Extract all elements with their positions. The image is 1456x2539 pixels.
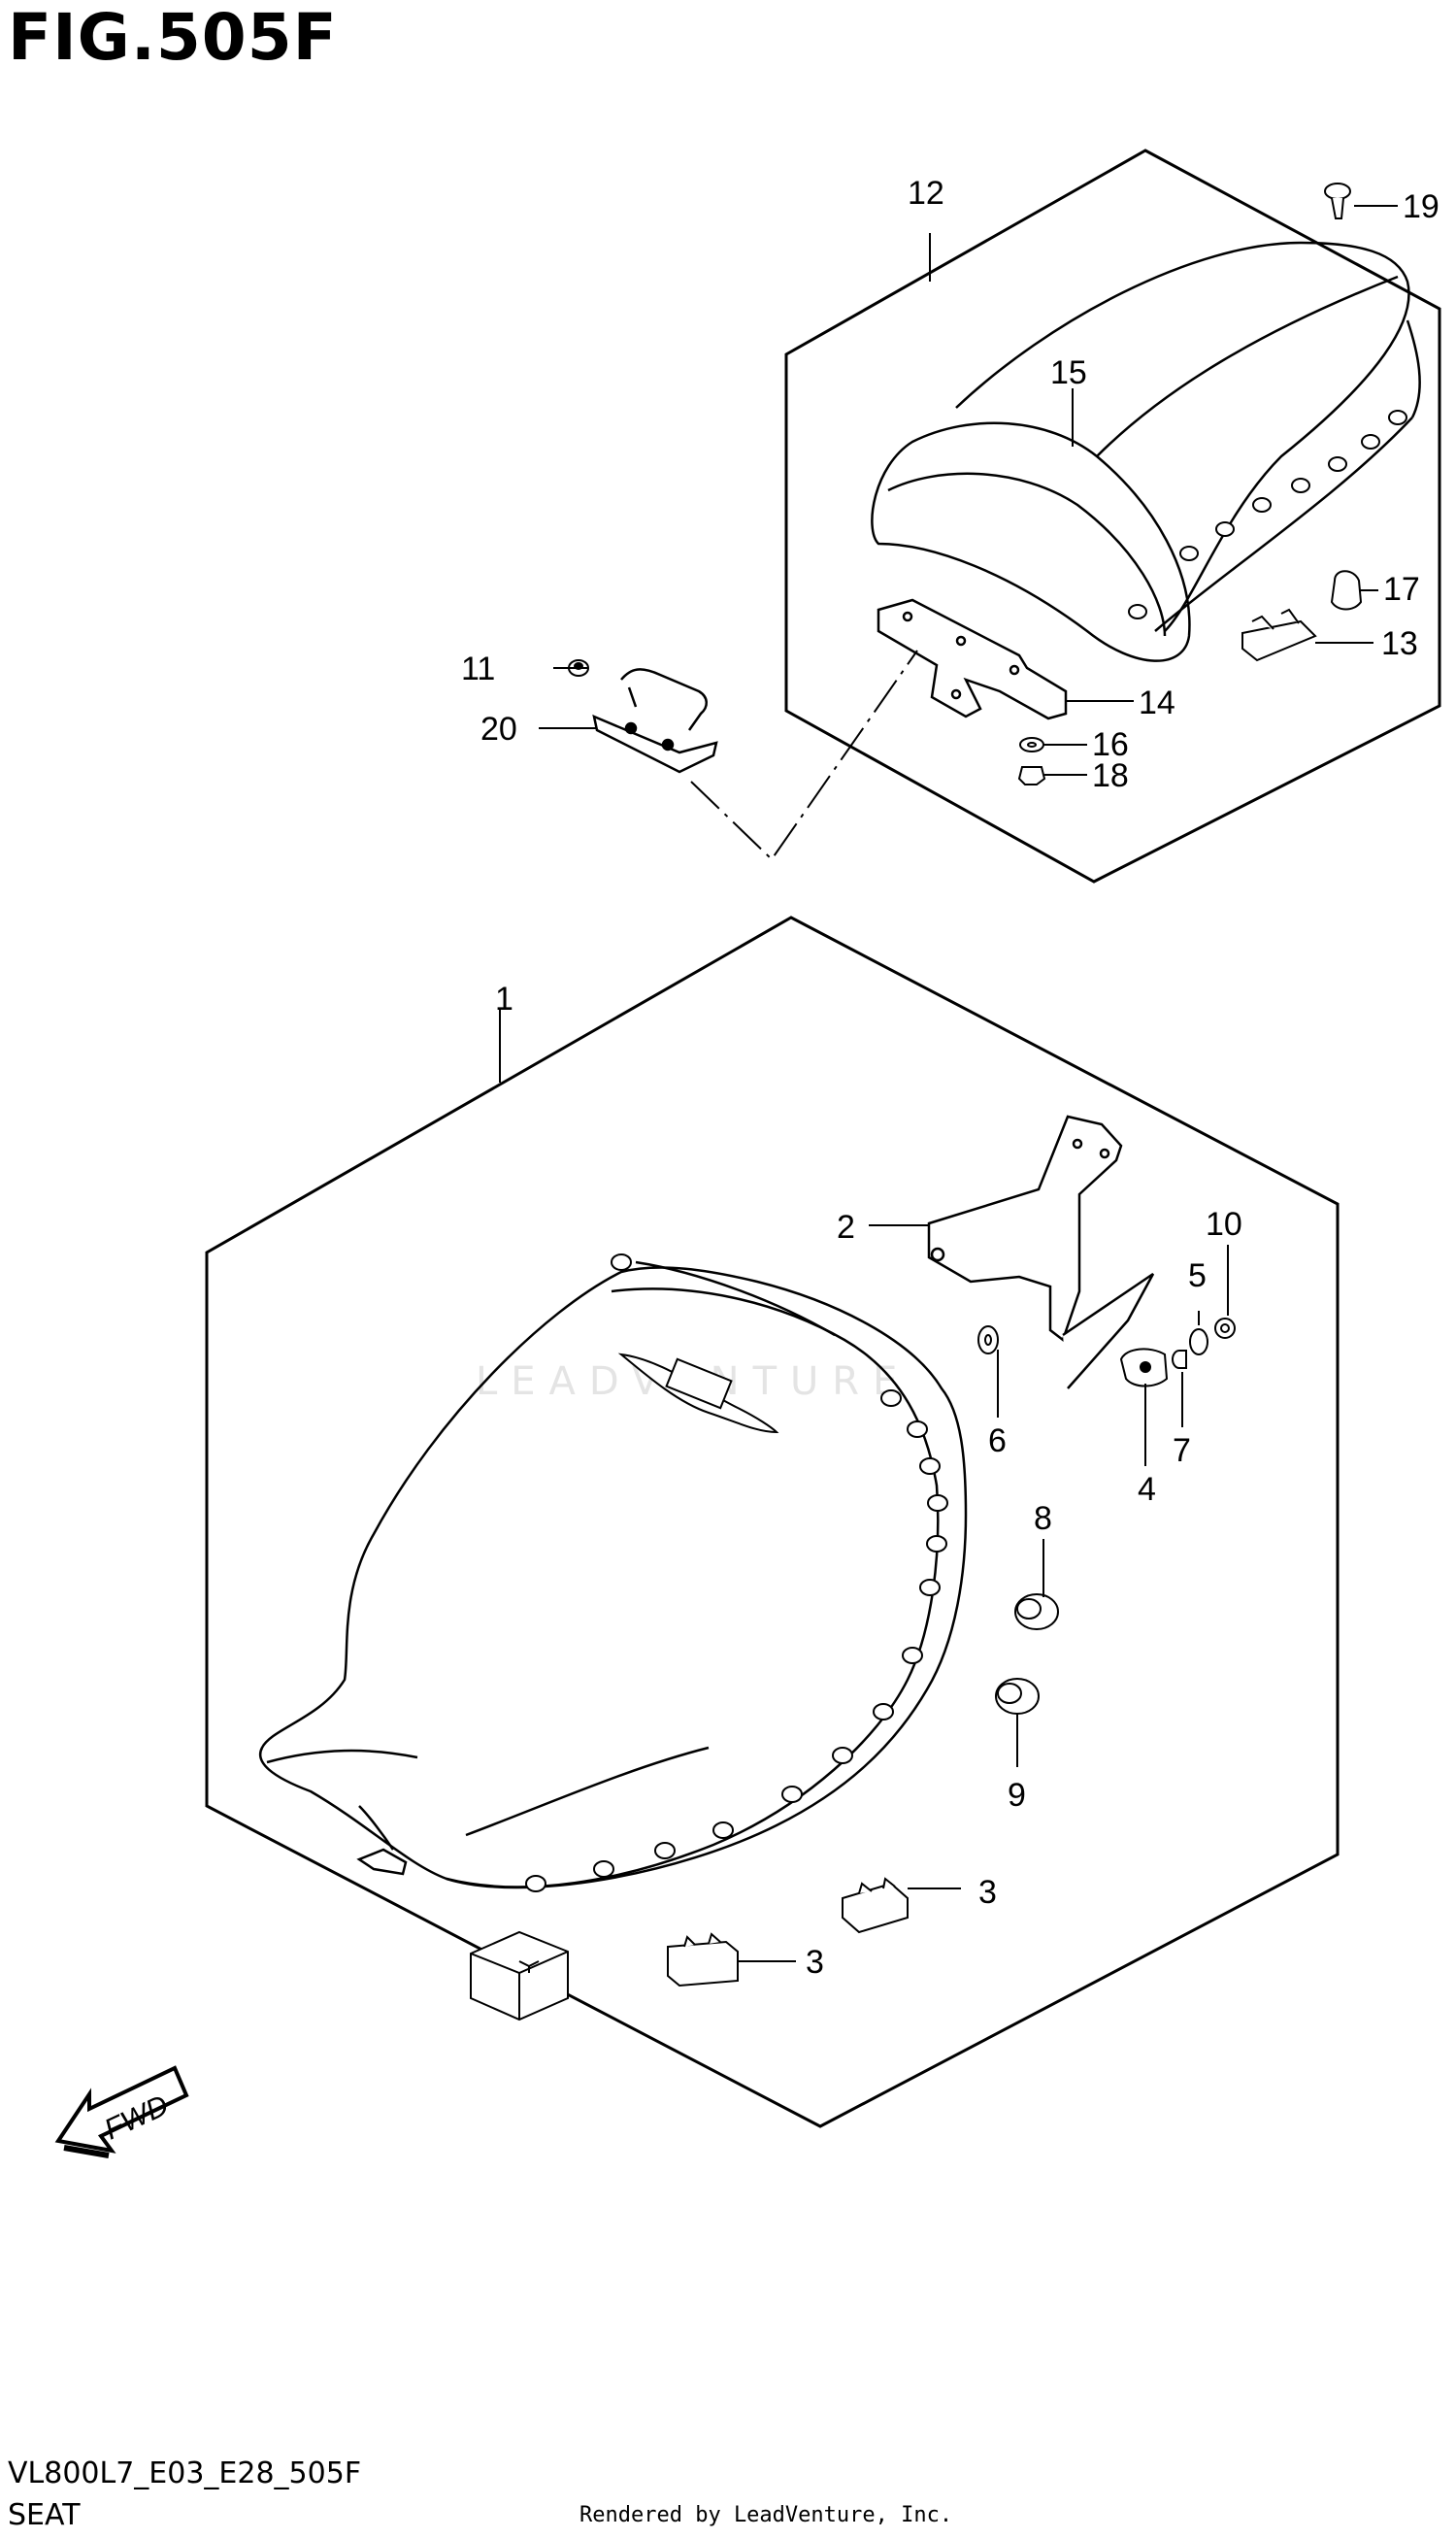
callout-1: 1 — [495, 981, 513, 1018]
callout-labels: 1 2 3 3 4 5 6 7 8 9 10 11 12 13 14 15 16… — [461, 175, 1439, 1981]
damper-13 — [1241, 608, 1317, 662]
cushion-17 — [1330, 570, 1363, 611]
fwd-direction-arrow: FWD — [54, 2065, 189, 2158]
render-credit: Rendered by LeadVenture, Inc. — [579, 2503, 953, 2527]
nut-18 — [1017, 766, 1046, 785]
callout-15: 15 — [1050, 354, 1087, 391]
callout-8: 8 — [1034, 1500, 1052, 1537]
collar-7 — [1172, 1350, 1187, 1369]
callout-18: 18 — [1092, 757, 1129, 794]
callout-6: 6 — [988, 1422, 1007, 1459]
rear-seat-cushion — [871, 241, 1421, 662]
assembly-link-line — [690, 650, 918, 861]
callout-10: 10 — [1206, 1206, 1242, 1243]
front-seat-bracket — [927, 1115, 1155, 1389]
rear-seat-assembly-boundary — [784, 149, 1441, 884]
washer-16 — [1019, 737, 1044, 752]
callout-4: 4 — [1138, 1471, 1156, 1508]
front-seat-emblem — [617, 1353, 779, 1434]
callout-16: 16 — [1092, 726, 1129, 763]
callout-2: 2 — [837, 1209, 855, 1246]
front-seat-studs — [525, 1253, 948, 1892]
section-name: SEAT — [8, 2498, 81, 2532]
label-box — [470, 1930, 569, 2021]
rear-seat-bracket — [877, 598, 1068, 720]
callout-3b: 3 — [806, 1944, 824, 1981]
nut-10 — [1214, 1318, 1236, 1339]
callout-20: 20 — [480, 711, 517, 748]
cushion-9 — [995, 1678, 1040, 1715]
handle-bracket — [592, 668, 718, 774]
washer-6 — [977, 1325, 999, 1354]
callout-9: 9 — [1008, 1777, 1026, 1814]
callout-7: 7 — [1173, 1432, 1191, 1469]
front-seat-cushion — [259, 1260, 968, 1889]
washer-5 — [1189, 1328, 1208, 1355]
model-code: VL800L7_E03_E28_505F — [8, 2456, 362, 2490]
damper-3-upper — [842, 1877, 909, 1934]
callout-14: 14 — [1139, 685, 1175, 721]
callout-13: 13 — [1381, 625, 1418, 662]
screw-19 — [1324, 183, 1351, 219]
callout-5: 5 — [1188, 1257, 1207, 1294]
leader-lines — [499, 205, 1398, 1962]
cushion-8 — [1014, 1593, 1059, 1630]
rear-seat-studs — [1128, 410, 1407, 619]
callout-17: 17 — [1383, 571, 1420, 608]
latch-4 — [1119, 1348, 1169, 1387]
callout-3a: 3 — [978, 1874, 997, 1911]
callout-19: 19 — [1403, 188, 1439, 225]
callout-11: 11 — [461, 651, 495, 687]
damper-3-lower — [667, 1932, 739, 1988]
callout-12: 12 — [908, 175, 944, 212]
figure-title: FIG.505F — [8, 0, 338, 75]
front-seat-assembly-boundary — [205, 916, 1340, 2128]
